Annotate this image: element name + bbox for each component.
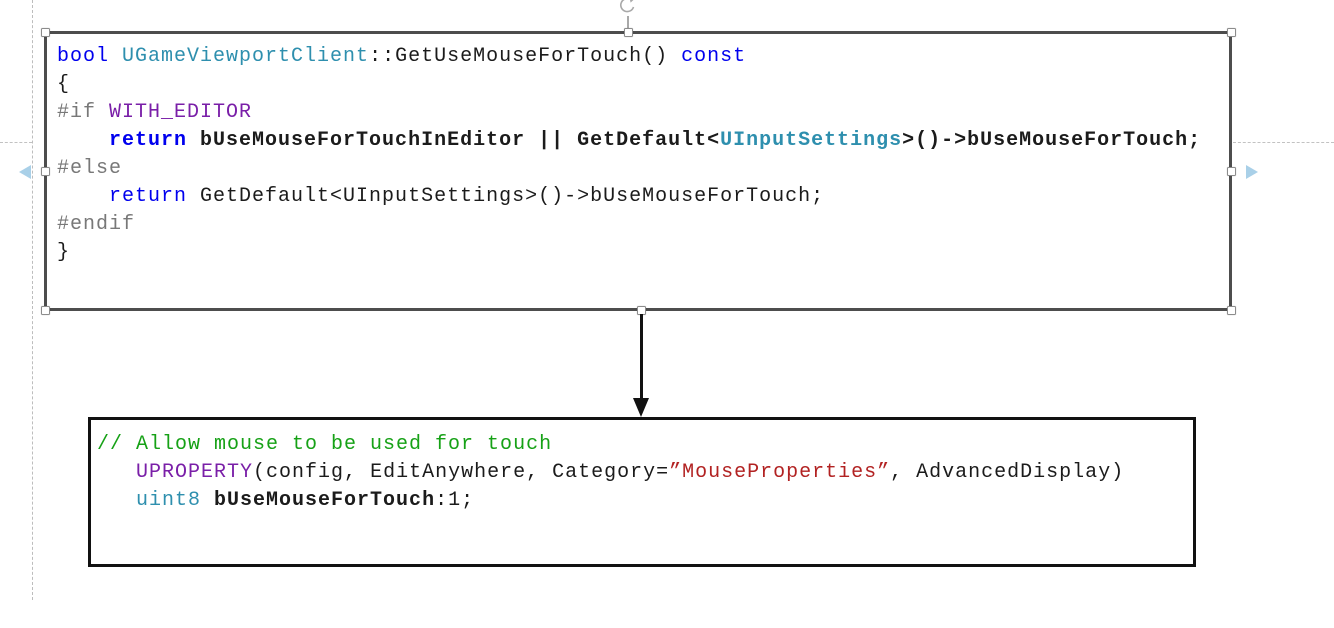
code-line: #else bbox=[57, 157, 123, 180]
resize-handle-top-middle[interactable] bbox=[624, 28, 633, 37]
code-line: uint8 bUseMouseForTouch:1; bbox=[136, 489, 475, 512]
vertical-margin-guide bbox=[32, 0, 33, 600]
code-line: return bUseMouseForTouchInEditor || GetD… bbox=[109, 129, 1202, 152]
nav-arrow-right-icon bbox=[1246, 165, 1258, 179]
nav-arrow-left-icon bbox=[19, 165, 31, 179]
code-textbox[interactable]: // Allow mouse to be used for touch UPRO… bbox=[88, 417, 1196, 567]
code-line: } bbox=[57, 241, 71, 264]
selected-code-textbox[interactable]: bool UGameViewportClient::GetUseMouseFor… bbox=[44, 31, 1232, 311]
resize-handle-top-left[interactable] bbox=[41, 28, 50, 37]
rotate-handle-stem bbox=[627, 16, 629, 29]
connector-arrow-shaft[interactable] bbox=[640, 314, 643, 399]
resize-handle-middle-right[interactable] bbox=[1227, 167, 1236, 176]
code-line: bool UGameViewportClient::GetUseMouseFor… bbox=[57, 45, 747, 68]
resize-handle-middle-left[interactable] bbox=[41, 167, 50, 176]
code-text-plain: // Allow mouse to be used for touch UPRO… bbox=[97, 431, 1193, 515]
horizontal-guide-left bbox=[0, 142, 32, 143]
code-line: // Allow mouse to be used for touch bbox=[97, 433, 553, 456]
horizontal-guide-right bbox=[1233, 142, 1334, 143]
connector-arrowhead-icon[interactable] bbox=[633, 398, 649, 417]
resize-handle-bottom-right[interactable] bbox=[1227, 306, 1236, 315]
code-line: #endif bbox=[57, 213, 136, 236]
code-line: return GetDefault<UInputSettings>()->bUs… bbox=[109, 185, 825, 208]
resize-handle-top-right[interactable] bbox=[1227, 28, 1236, 37]
code-line: #if WITH_EDITOR bbox=[57, 101, 253, 124]
resize-handle-bottom-left[interactable] bbox=[41, 306, 50, 315]
code-line: UPROPERTY(config, EditAnywhere, Category… bbox=[136, 461, 1125, 484]
rotate-handle-icon[interactable] bbox=[616, 0, 640, 18]
code-text-selected: bool UGameViewportClient::GetUseMouseFor… bbox=[57, 43, 1229, 267]
code-line: { bbox=[57, 73, 71, 96]
